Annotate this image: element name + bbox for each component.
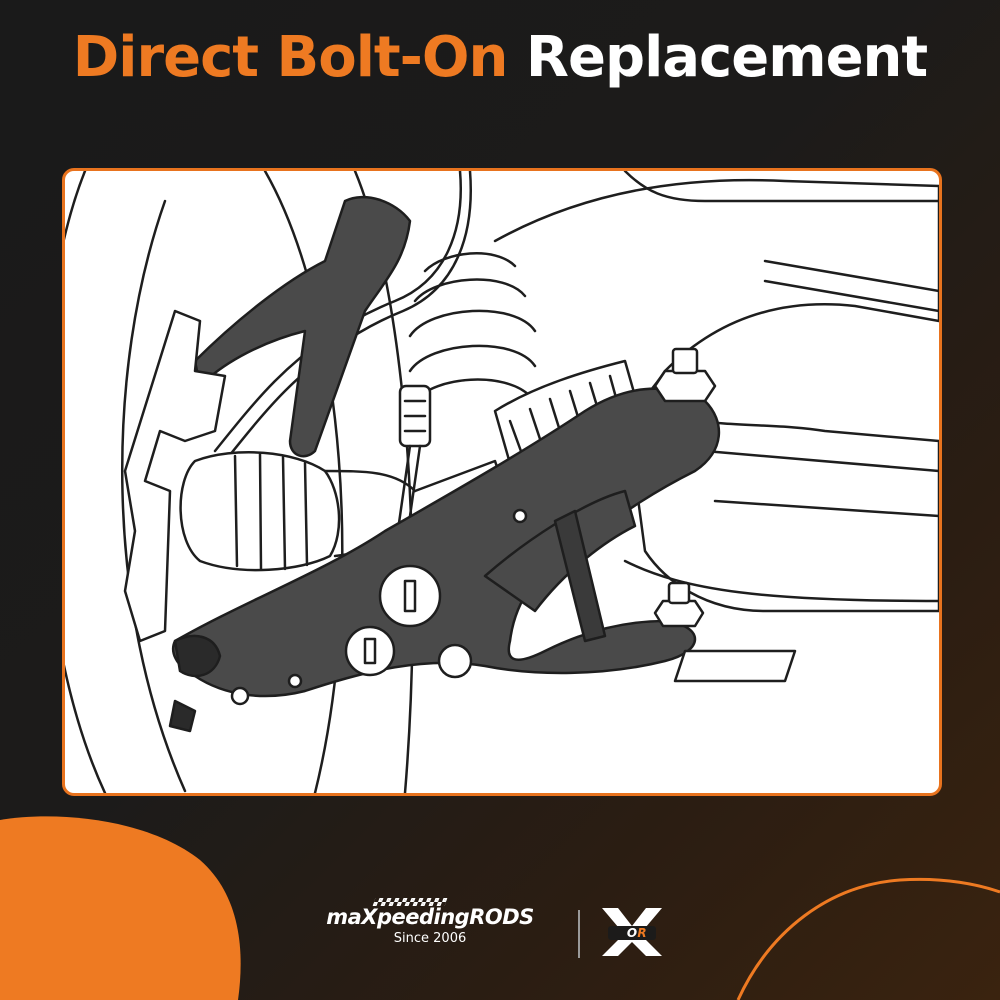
headline-accent: Direct Bolt-On — [72, 25, 509, 90]
subframe-bolt-lower — [653, 581, 705, 628]
page-title: Direct Bolt-On Replacement — [0, 30, 1000, 86]
orange-corner-blob — [0, 816, 241, 1000]
brand-divider — [578, 910, 580, 958]
svg-text:R: R — [637, 926, 646, 940]
suspension-illustration — [65, 171, 939, 793]
upper-arm — [193, 195, 412, 458]
headline-plain: Replacement — [525, 25, 928, 90]
brand-tagline: Since 2006 — [393, 931, 467, 946]
brand-name: maXpeedingRODS — [326, 905, 534, 929]
svg-text:O: O — [627, 926, 637, 940]
ball-joint — [173, 634, 222, 678]
steering-knuckle — [123, 309, 227, 643]
wheel-rotor-arc — [121, 199, 187, 793]
lower-control-arm — [171, 387, 721, 698]
brand-logo: maXpeedingRODS Since 2006 — [300, 898, 560, 946]
xr-logo-icon: O R — [602, 908, 662, 956]
illustration-frame — [62, 168, 942, 796]
checkered-flag-icon — [372, 898, 448, 906]
cv-axle-boot — [179, 451, 427, 572]
subframe-bolt-upper — [653, 347, 717, 403]
wheel-outer-arc — [65, 171, 107, 793]
wheel-inner-arc — [263, 171, 344, 793]
